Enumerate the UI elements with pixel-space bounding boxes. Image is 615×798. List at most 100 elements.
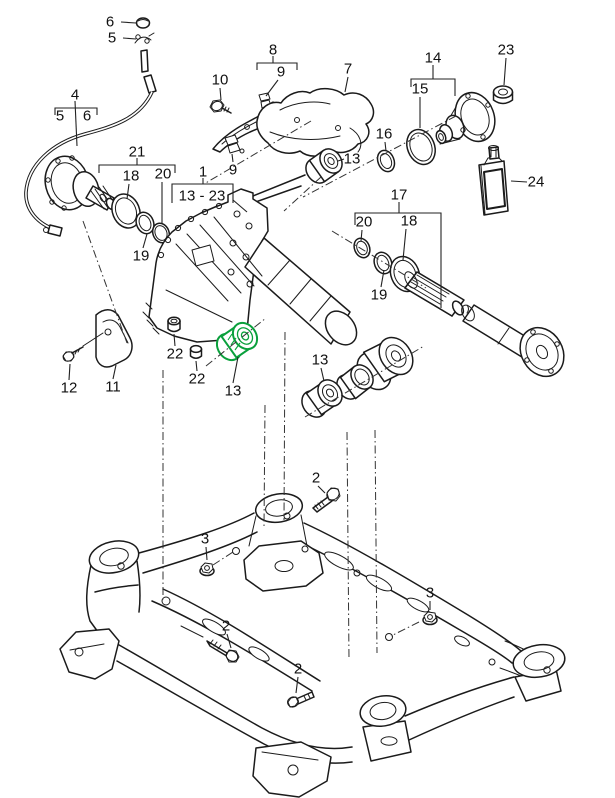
group-label-8[interactable]: 8 (269, 42, 277, 59)
part-label-10[interactable]: 10 (212, 72, 229, 89)
part-label-2[interactable]: 2 (294, 661, 302, 678)
retaining-clip-9-lower (224, 134, 245, 154)
part-label-20[interactable]: 20 (356, 214, 373, 231)
nut-3-right (422, 611, 438, 626)
part-label-19[interactable]: 19 (133, 248, 150, 265)
hose-fitting (47, 224, 63, 237)
leader-line (122, 37, 137, 40)
part-label-12[interactable]: 12 (61, 380, 78, 397)
leader-line (219, 87, 222, 101)
part-label-7[interactable]: 7 (344, 61, 352, 78)
leader-line (68, 363, 71, 381)
o-ring-15 (406, 128, 436, 166)
highlighted-bushing-13[interactable] (212, 318, 262, 365)
leader-line (231, 153, 234, 163)
leader-line (142, 233, 148, 249)
left-seal-rings (111, 193, 171, 244)
subframe-foot-left (59, 628, 120, 680)
part-label-13[interactable]: 13 (312, 352, 329, 369)
part-label-24[interactable]: 24 (528, 174, 545, 191)
leader-line (232, 356, 239, 384)
part-label-9[interactable]: 9 (277, 64, 285, 81)
bushing-13-top (305, 148, 343, 184)
vent-tube-segment (143, 74, 157, 94)
group-label-17[interactable]: 17 (391, 187, 408, 204)
plug-22-upper (167, 316, 181, 333)
alignment-centerline (302, 115, 457, 198)
part-label-5[interactable]: 5 (56, 108, 64, 125)
part-label-16[interactable]: 16 (376, 126, 393, 143)
subframe-mount-center (359, 633, 412, 762)
leader-line (205, 546, 208, 561)
group-label-4[interactable]: 4 (71, 87, 79, 104)
bracket-line (54, 107, 98, 115)
alignment-centerline (331, 230, 427, 289)
leader-line (226, 633, 232, 649)
bracket-line (360, 229, 363, 242)
intermediate-shaft-17 (353, 237, 565, 378)
ring-19 (373, 251, 393, 275)
part-label-6[interactable]: 6 (106, 14, 114, 31)
heat-shield-7 (256, 87, 375, 157)
leader-line (337, 158, 345, 162)
axle-tube (244, 237, 351, 345)
leader-line (384, 141, 387, 152)
plug-22-lower (189, 344, 203, 359)
part-label-11[interactable]: 11 (105, 379, 121, 396)
part-label-9[interactable]: 9 (229, 162, 237, 179)
part-label-5[interactable]: 5 (108, 30, 116, 47)
leader-line (510, 180, 528, 183)
part-label-2[interactable]: 2 (222, 618, 230, 635)
alignment-centerline (263, 404, 266, 528)
part-label-19[interactable]: 19 (371, 287, 388, 304)
group-label-1[interactable]: 1 (199, 164, 207, 181)
shaft-flange (519, 326, 565, 378)
bolt-12 (62, 346, 84, 362)
part-label-18[interactable]: 18 (401, 213, 418, 230)
group-label-14[interactable]: 14 (425, 50, 442, 67)
part-label-13[interactable]: 13 (225, 383, 242, 400)
part-label-2[interactable]: 2 (312, 470, 320, 487)
bracket-line (402, 228, 407, 261)
subframe-mount-right (499, 640, 566, 702)
part-label-15[interactable]: 15 (412, 81, 429, 98)
mount-cylinder (356, 336, 414, 391)
leader-line (112, 364, 117, 380)
part-label-6[interactable]: 6 (83, 108, 91, 125)
subframe-mount-left (88, 540, 140, 574)
part-label-22[interactable]: 22 (189, 371, 206, 388)
leader-line (120, 21, 137, 24)
part-label-23[interactable]: 23 (498, 42, 515, 59)
bracket-line (265, 79, 279, 97)
part-label-13[interactable]: 13 (344, 151, 361, 168)
part-label-18[interactable]: 18 (123, 168, 140, 185)
alignment-centerline (346, 431, 350, 661)
bracket-line (354, 212, 442, 308)
front-differential-housing (142, 174, 358, 346)
ring-20 (353, 237, 371, 259)
part-label-3[interactable]: 3 (426, 585, 434, 602)
group-label-21[interactable]: 21 (129, 144, 146, 161)
group-range-label[interactable]: 13 - 23 (179, 188, 226, 205)
bracket-line (256, 62, 298, 70)
vent-hose-group (24, 17, 157, 237)
alignment-centerline (283, 176, 322, 212)
part-label-3[interactable]: 3 (201, 531, 209, 548)
bracket-line (171, 183, 234, 203)
alignment-centerline (205, 317, 267, 367)
part-label-22[interactable]: 22 (167, 346, 184, 363)
leader-line (173, 333, 176, 347)
nut-3-left (199, 562, 215, 577)
leader-line (503, 57, 507, 86)
leader-line (380, 269, 385, 288)
leader-line (344, 76, 349, 93)
subframe-foot-bottom (252, 741, 332, 798)
alignment-centerline (82, 220, 128, 344)
bolt-2-lower (287, 691, 315, 708)
part-label-20[interactable]: 20 (155, 166, 172, 183)
splined-shaft (404, 271, 474, 317)
bracket-line (232, 199, 248, 213)
nut-23 (492, 85, 514, 105)
